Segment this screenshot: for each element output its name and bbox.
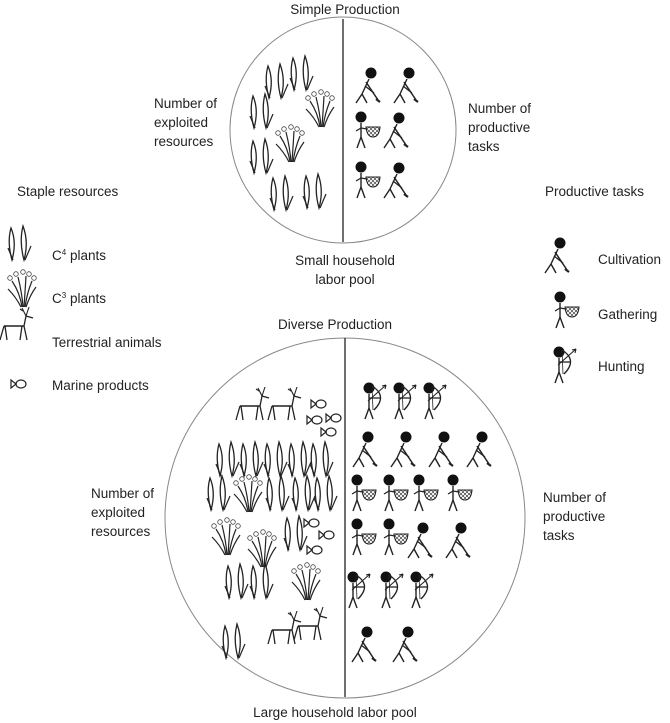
c3-plant-icon bbox=[247, 529, 277, 568]
c4-plant-icon bbox=[249, 93, 274, 129]
gatherer-icon bbox=[350, 473, 377, 512]
hunter-icon bbox=[552, 345, 577, 384]
c4-plant-icon bbox=[313, 475, 338, 511]
terrestrial-animals-label: Terrestrial animals bbox=[52, 335, 162, 350]
c4-plant-icon bbox=[224, 563, 249, 599]
c4-plant-icon bbox=[269, 175, 294, 211]
fish-icon bbox=[10, 379, 27, 389]
c3-plant-icon bbox=[7, 269, 37, 308]
top-resource-icons bbox=[249, 55, 335, 211]
cultivator-icon bbox=[354, 66, 382, 105]
cultivator-icon bbox=[543, 236, 571, 275]
c4-plant-icon bbox=[249, 138, 274, 174]
c3-plant-icon bbox=[211, 517, 241, 556]
c4-plant-icon bbox=[287, 441, 312, 477]
bottom-resource-icons bbox=[206, 386, 342, 659]
bottom-productive-tasks-label: Number of productive tasks bbox=[543, 490, 607, 543]
c4-plant-icon bbox=[291, 475, 316, 511]
hunter-icon bbox=[379, 570, 404, 609]
c3-plants-label: C3 plants bbox=[52, 291, 106, 306]
gatherer-icon bbox=[354, 160, 381, 199]
gatherer-icon bbox=[446, 473, 473, 512]
c3-plant-icon bbox=[233, 474, 263, 513]
gatherer-icon bbox=[354, 110, 381, 149]
cultivator-icon bbox=[382, 111, 410, 150]
hunter-icon bbox=[362, 381, 387, 420]
gatherer-icon bbox=[382, 473, 409, 512]
c4-plant-icon bbox=[289, 55, 314, 91]
cultivator-icon bbox=[444, 521, 472, 560]
cultivator-icon bbox=[392, 66, 420, 105]
c4-plant-icon bbox=[265, 475, 290, 511]
c4-plant-icon bbox=[309, 441, 334, 477]
hunting-label: Hunting bbox=[598, 359, 645, 374]
c4-plant-icon bbox=[7, 225, 32, 261]
c4-plant-icon bbox=[215, 441, 240, 477]
gathering-label: Gathering bbox=[598, 307, 658, 322]
c4-plants-label: C4 plants bbox=[52, 248, 106, 263]
cultivation-label: Cultivation bbox=[598, 252, 662, 267]
simple-production-title: Simple Production bbox=[290, 2, 400, 17]
c3-plant-icon bbox=[305, 89, 335, 128]
staple-resources-title: Staple resources bbox=[17, 184, 119, 199]
hunter-icon bbox=[346, 570, 371, 609]
c4-plant-icon bbox=[302, 173, 327, 209]
marine-products-label: Marine products bbox=[52, 378, 149, 393]
c4-plant-icon bbox=[221, 623, 246, 659]
c3-plant-icon bbox=[275, 124, 305, 163]
diverse-production-title: Diverse Production bbox=[277, 317, 393, 332]
hunter-icon bbox=[392, 381, 417, 420]
deer-icon bbox=[0, 306, 34, 341]
top-task-icons bbox=[354, 66, 420, 200]
fish-icon bbox=[325, 413, 342, 423]
gatherer-icon bbox=[350, 517, 377, 556]
deer-icon bbox=[293, 606, 328, 641]
cultivator-icon bbox=[465, 430, 493, 469]
cultivator-icon bbox=[382, 161, 410, 200]
fish-icon bbox=[318, 530, 335, 540]
deer-icon bbox=[267, 610, 302, 645]
hunter-icon bbox=[422, 381, 447, 420]
task-legend-icons bbox=[543, 236, 580, 384]
deer-icon bbox=[235, 386, 270, 421]
large-labor-pool-label: Large household labor pool bbox=[253, 705, 417, 720]
fish-icon bbox=[310, 399, 327, 409]
bottom-exploited-resources-label: Number of exploited resources bbox=[91, 486, 155, 539]
bottom-task-icons bbox=[346, 381, 493, 664]
top-productive-tasks-label: Number of productive tasks bbox=[468, 101, 532, 154]
gatherer-icon bbox=[553, 290, 580, 329]
cultivator-icon bbox=[351, 430, 379, 469]
top-exploited-resources-label: Number of exploited resources bbox=[154, 96, 218, 149]
resource-legend-icons bbox=[0, 225, 37, 389]
hunter-icon bbox=[409, 570, 434, 609]
c4-plant-icon bbox=[264, 63, 289, 99]
productive-tasks-title: Productive tasks bbox=[545, 184, 645, 199]
fish-icon bbox=[306, 545, 323, 555]
cultivator-icon bbox=[406, 521, 434, 560]
fish-icon bbox=[320, 427, 337, 437]
cultivator-icon bbox=[391, 625, 419, 664]
c4-plant-icon bbox=[239, 441, 264, 477]
small-labor-pool-label: Small household labor pool bbox=[295, 253, 395, 287]
cultivator-icon bbox=[427, 430, 455, 469]
gatherer-icon bbox=[412, 473, 439, 512]
c3-plant-icon bbox=[291, 562, 321, 601]
fish-icon bbox=[306, 415, 323, 425]
c4-plant-icon bbox=[206, 475, 231, 511]
c4-plant-icon bbox=[249, 563, 274, 599]
fish-icon bbox=[303, 518, 320, 528]
c4-plant-icon bbox=[263, 441, 288, 477]
simple-production-circle bbox=[229, 16, 457, 244]
cultivator-icon bbox=[389, 430, 417, 469]
deer-icon bbox=[267, 386, 302, 421]
cultivator-icon bbox=[350, 625, 378, 664]
gatherer-icon bbox=[382, 517, 409, 556]
